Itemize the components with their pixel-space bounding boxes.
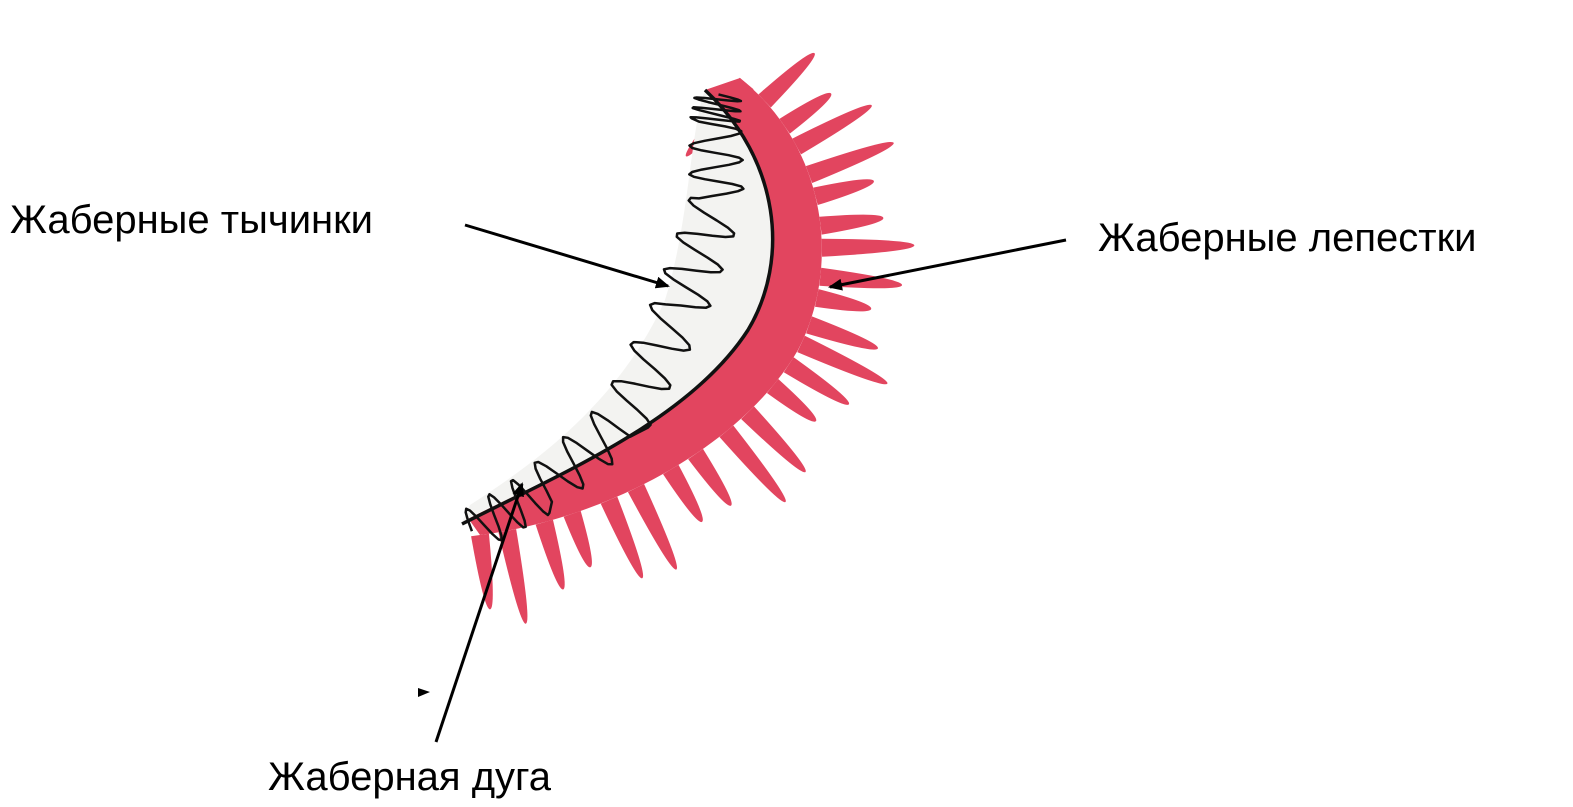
gill-filament [471, 534, 493, 610]
gill-filament [536, 520, 565, 590]
label-gill-filaments: Жаберные лепестки [1098, 218, 1476, 258]
gill-filament [819, 215, 883, 235]
gill-arch-body [468, 78, 822, 535]
gill-filament [663, 465, 703, 522]
gill-filament [564, 511, 592, 567]
arrow-gill-rakers [465, 225, 668, 286]
gill-filament [758, 53, 815, 108]
label-gill-arch: Жаберная дуга [268, 757, 551, 797]
gill-filament [806, 142, 894, 183]
label-gill-rakers: Жаберные тычинки [10, 200, 373, 240]
gill-filament [813, 179, 874, 205]
gill-filament [815, 289, 871, 311]
gill-filament [822, 239, 915, 257]
small-arrow-mark [418, 688, 430, 697]
gill-filament [601, 497, 643, 579]
